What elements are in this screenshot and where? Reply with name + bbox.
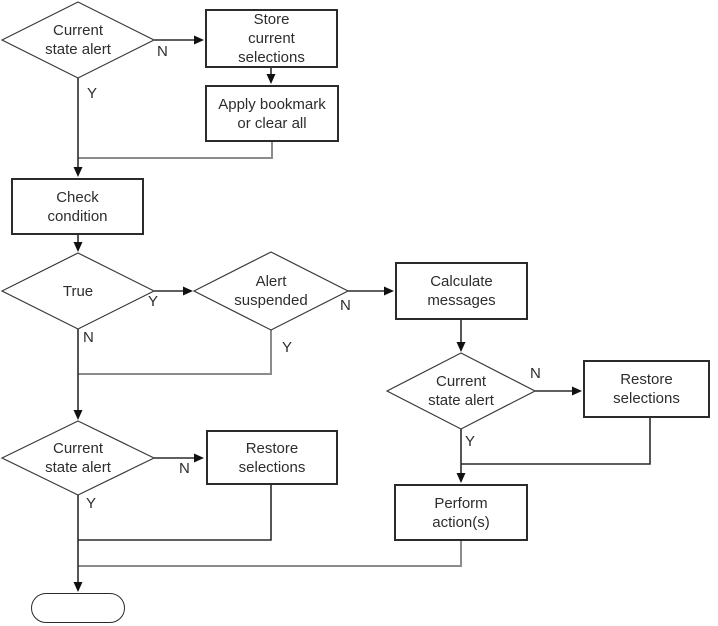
- decision-current-state-alert-bottom-shape: [0, 420, 156, 496]
- edge-label-top-alert-yes: Y: [87, 85, 98, 102]
- edge-label-bottom-alert-no: N: [179, 460, 190, 477]
- node-label: Apply bookmark or clear all: [218, 95, 326, 132]
- node-label: Current state alert: [428, 373, 494, 409]
- muted-connectors: [78, 142, 462, 567]
- decision-shapes: [0, 1, 537, 496]
- node-label: Calculate messages: [427, 273, 496, 309]
- decision-alert-suspended: Alert suspended: [194, 252, 348, 330]
- edge-label-right-alert-no: N: [530, 365, 541, 382]
- node-label: Alert suspended: [234, 273, 308, 309]
- process-restore-selections-left: Restore selections: [206, 430, 338, 485]
- decision-current-state-alert-right-shape: [385, 352, 537, 430]
- process-calculate-messages: Calculate messages: [395, 262, 528, 320]
- decision-true: True: [2, 253, 154, 329]
- end-terminator: [31, 593, 125, 623]
- node-label: Current state alert: [45, 440, 111, 476]
- decision-current-state-alert-bottom: Current state alert: [2, 421, 154, 495]
- edge-label-right-alert-yes: Y: [465, 433, 476, 450]
- process-apply-bookmark: Apply bookmark or clear all: [205, 85, 339, 142]
- process-store-current-selections: Store current selections: [205, 9, 338, 68]
- decision-true-shape: [0, 252, 156, 330]
- arrowheads: [73, 35, 582, 592]
- edge-label-suspended-no: N: [340, 297, 351, 314]
- connector-lines: [77, 39, 651, 584]
- process-check-condition: Check condition: [11, 178, 144, 235]
- edge-label-bottom-alert-yes: Y: [86, 495, 97, 512]
- edge-label-suspended-yes: Y: [282, 339, 293, 356]
- edge-label-top-alert-no: N: [157, 43, 168, 60]
- node-label: Current state alert: [45, 22, 111, 58]
- decision-current-state-alert-top: Current state alert: [2, 2, 154, 78]
- decision-alert-suspended-shape: [192, 251, 350, 331]
- node-label: Check condition: [47, 188, 108, 225]
- decision-current-state-alert-top-shape: [0, 1, 156, 79]
- process-perform-actions: Perform action(s): [394, 484, 528, 541]
- node-label: Perform action(s): [432, 494, 490, 531]
- decision-current-state-alert-right: Current state alert: [387, 353, 535, 429]
- edge-label-true-yes: Y: [148, 293, 159, 310]
- node-label: Store current selections: [238, 11, 305, 66]
- node-label: Restore selections: [613, 371, 680, 407]
- node-label: True: [62, 282, 94, 300]
- process-restore-selections-right: Restore selections: [583, 360, 710, 418]
- node-label: Restore selections: [238, 439, 306, 476]
- edge-label-true-no: N: [83, 329, 94, 346]
